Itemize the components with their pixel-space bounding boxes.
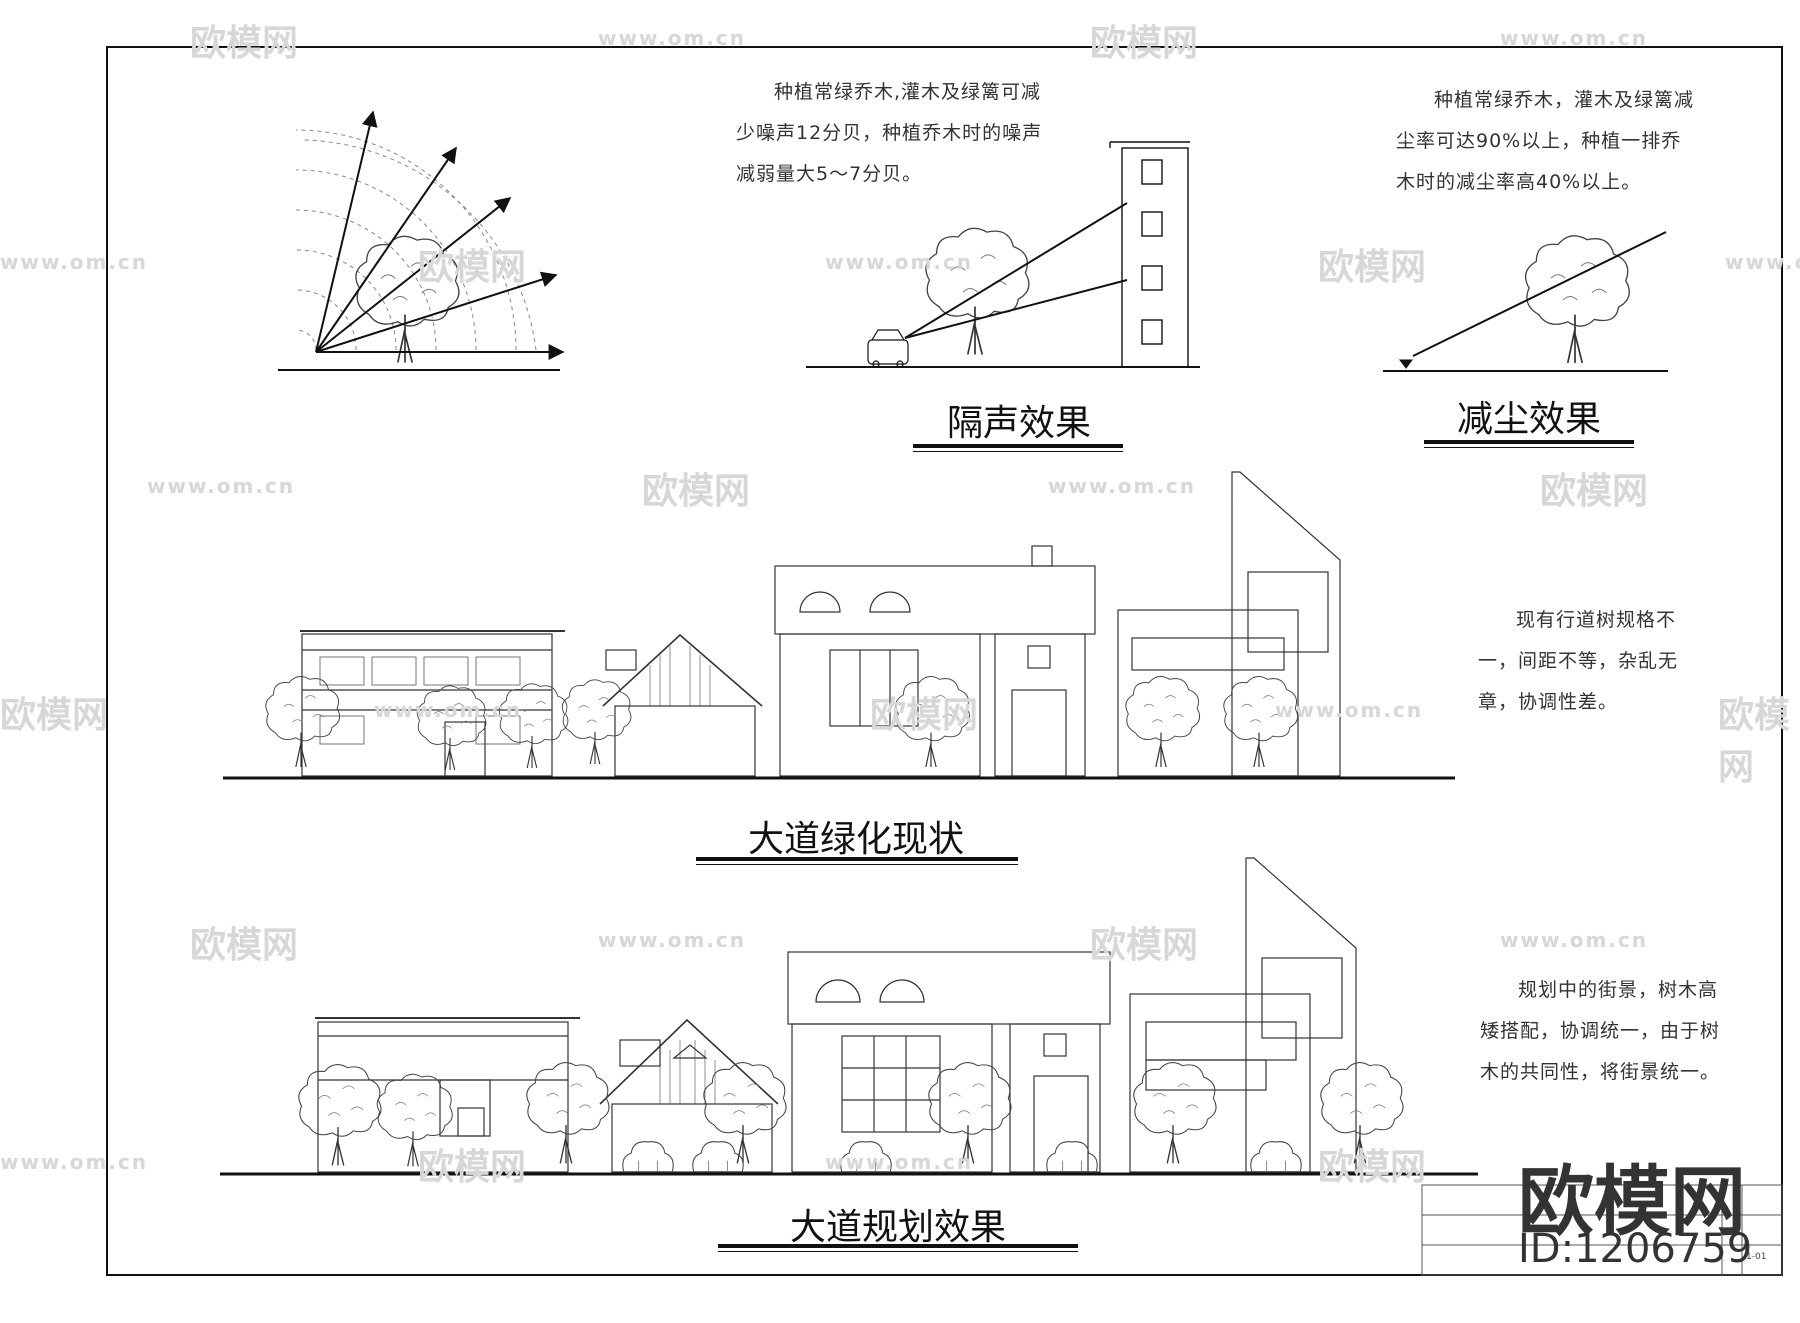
- noise-barrier-diagram: [806, 141, 1200, 368]
- plan-effect-note: 规划中的街景，树木高矮搭配，协调统一，由于树木的共同性，将街景统一。: [1480, 979, 1721, 1083]
- brand-id: ID:1206759: [1518, 1226, 1753, 1272]
- title-block: [1421, 1184, 1783, 1276]
- plan-title-rule: [718, 1244, 1078, 1252]
- current-title: 大道绿化现状: [747, 819, 964, 860]
- dust-title-rule: [1424, 440, 1634, 448]
- car-icon: [867, 329, 909, 368]
- noise-title-rule: [913, 444, 1123, 452]
- noise-reduction-note: 种植常绿乔木,灌木及绿篱可减少噪声12分贝，种植乔木时的噪声减弱量大5～7分贝。: [736, 81, 1043, 185]
- dust-reduction-note: 种植常绿乔木，灌木及绿篱减尘率可达90%以上，种植一排乔木时的减尘率高40%以上…: [1396, 89, 1695, 193]
- sound-radiation-diagram: [278, 110, 565, 371]
- brand-name: 欧模网: [1518, 1157, 1746, 1246]
- dust-reduction-diagram: [1383, 231, 1668, 372]
- noise-title: 隔声效果: [946, 403, 1091, 444]
- street-current-elevation: [223, 471, 1455, 780]
- sheet-number: 1-01: [1746, 1252, 1767, 1262]
- dust-title: 减尘效果: [1456, 399, 1601, 440]
- street-plan-elevation: [220, 857, 1478, 1176]
- building-icon: [1109, 141, 1190, 368]
- plan-title: 大道规划效果: [789, 1207, 1006, 1248]
- current-status-note: 现有行道树规格不一，间距不等，杂乱无章，协调性差。: [1478, 609, 1679, 713]
- current-title-rule: [696, 857, 1018, 865]
